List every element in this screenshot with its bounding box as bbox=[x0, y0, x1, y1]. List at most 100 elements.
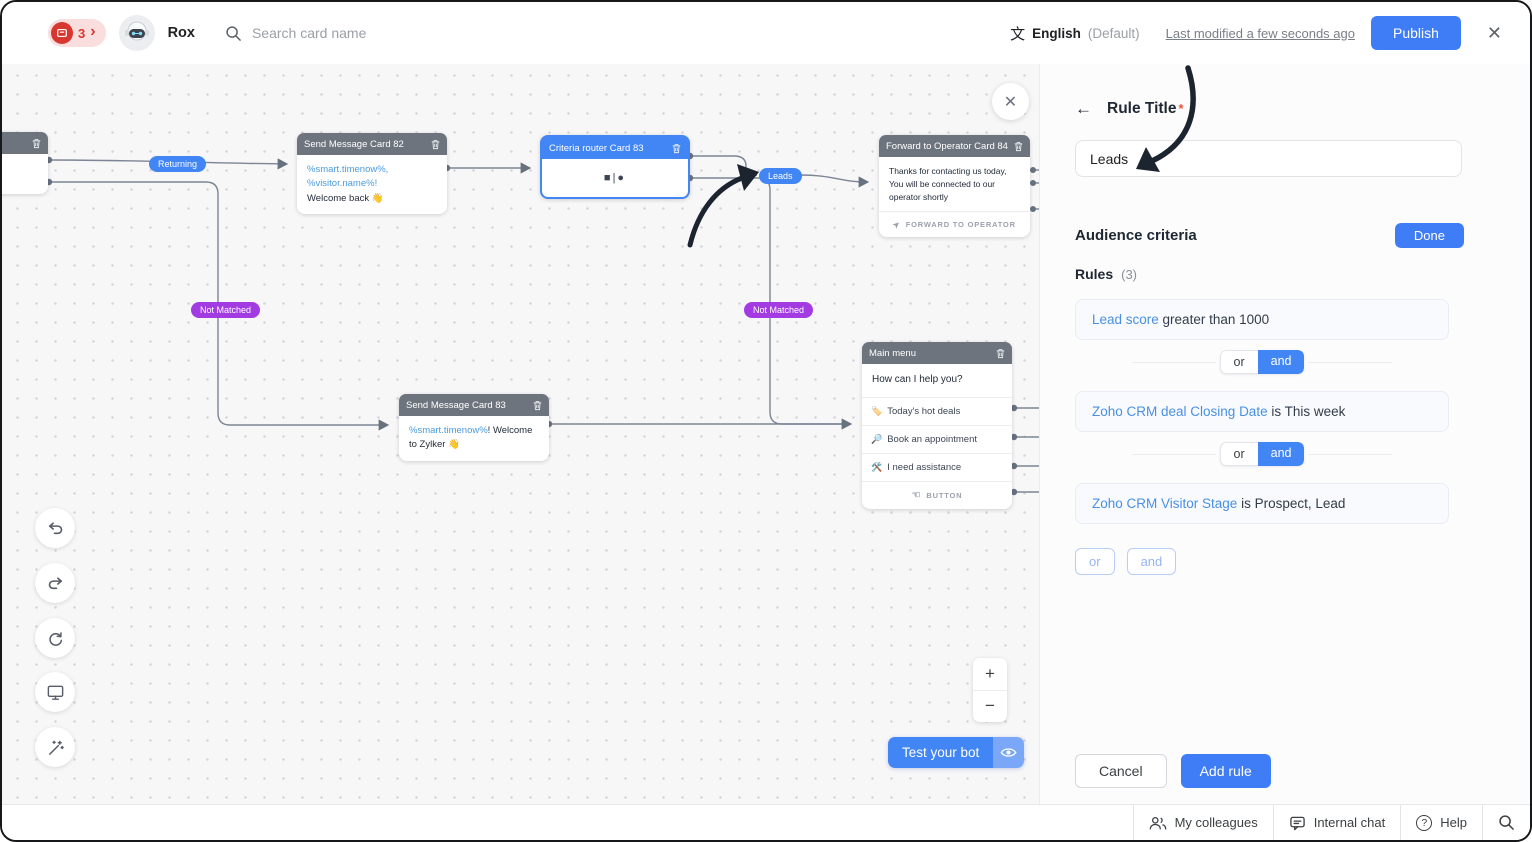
branch-label-not-matched-right[interactable]: Not Matched bbox=[744, 302, 814, 318]
magic-wand-button[interactable] bbox=[35, 727, 75, 767]
or-and-toggle: or and bbox=[1219, 350, 1305, 374]
divider bbox=[1308, 453, 1393, 455]
router-glyph: ■|● bbox=[603, 172, 627, 184]
menu-button-footer[interactable]: ☜ BUTTON bbox=[862, 481, 1012, 509]
card-title: Main menu bbox=[869, 347, 916, 359]
required-asterisk: * bbox=[1178, 101, 1184, 116]
rule-row-closing-date[interactable]: Zoho CRM deal Closing Date is This week bbox=[1075, 391, 1449, 432]
card-edge-partial[interactable] bbox=[2, 132, 48, 194]
operator-toggle-row: or and bbox=[1075, 350, 1449, 374]
help-button[interactable]: ? Help bbox=[1400, 805, 1482, 840]
zoom-out-button[interactable]: − bbox=[985, 696, 995, 716]
card-send-message-83[interactable]: Send Message Card 83 %smart.timenow%! We… bbox=[399, 394, 549, 461]
help-icon: ? bbox=[1416, 814, 1433, 831]
panel-actions: Cancel Add rule bbox=[1075, 754, 1271, 788]
add-or-button[interactable]: or bbox=[1075, 548, 1115, 575]
chevron-right-icon: › bbox=[90, 23, 96, 40]
trash-icon[interactable] bbox=[533, 400, 542, 411]
branch-label-not-matched-left[interactable]: Not Matched bbox=[191, 302, 261, 318]
rule-title-input[interactable] bbox=[1075, 140, 1462, 177]
toggle-and[interactable]: and bbox=[1257, 350, 1305, 374]
translate-icon: 文 bbox=[1010, 25, 1026, 43]
rule-row-visitor-stage[interactable]: Zoho CRM Visitor Stage is Prospect, Lead bbox=[1075, 483, 1449, 524]
magic-wand-icon bbox=[48, 740, 64, 755]
my-colleagues-button[interactable]: My colleagues bbox=[1132, 805, 1273, 840]
card-forward-operator-84[interactable]: Forward to Operator Card 84 Thanks for c… bbox=[879, 135, 1030, 238]
sync-button[interactable] bbox=[35, 618, 75, 658]
search-input[interactable] bbox=[251, 25, 572, 41]
magnifier-icon: 🔎 bbox=[871, 434, 883, 444]
canvas-zoom-controls: + − bbox=[973, 658, 1007, 722]
topbar-right: 文 English (Default) Last modified a few … bbox=[1010, 16, 1502, 50]
tag-icon: 🏷️ bbox=[871, 406, 883, 416]
forward-to-operator-action[interactable]: ➤ FORWARD TO OPERATOR bbox=[879, 211, 1030, 237]
trash-icon[interactable] bbox=[1014, 141, 1023, 152]
panel-title: Rule Title* bbox=[1107, 100, 1184, 117]
rule-row-lead-score[interactable]: Lead score greater than 1000 bbox=[1075, 299, 1449, 340]
rules-header: Rules (3) bbox=[1075, 266, 1530, 282]
rules-label: Rules bbox=[1075, 266, 1114, 282]
preview-button[interactable] bbox=[35, 672, 75, 712]
undo-button[interactable] bbox=[35, 508, 75, 548]
undo-icon bbox=[48, 521, 62, 534]
trash-icon[interactable] bbox=[672, 143, 681, 154]
menu-item-book-appointment[interactable]: 🔎 Book an appointment bbox=[862, 425, 1012, 453]
back-arrow-icon[interactable]: ← bbox=[1075, 99, 1092, 118]
toggle-or[interactable]: or bbox=[1219, 442, 1258, 466]
test-your-bot-button[interactable]: Test your bot bbox=[888, 737, 1025, 768]
card-title: Criteria router Card 83 bbox=[549, 142, 644, 154]
statusbar-search-button[interactable] bbox=[1482, 805, 1530, 840]
branch-label-leads[interactable]: Leads bbox=[759, 168, 802, 184]
card-search bbox=[225, 25, 1010, 42]
menu-item-hot-deals[interactable]: 🏷️ Today's hot deals bbox=[862, 397, 1012, 425]
trash-icon[interactable] bbox=[32, 138, 41, 149]
card-criteria-router-83[interactable]: Criteria router Card 83 ■|● bbox=[540, 135, 690, 199]
branch-label-returning[interactable]: Returning bbox=[149, 156, 207, 172]
toggle-or[interactable]: or bbox=[1219, 350, 1258, 374]
add-rule-button[interactable]: Add rule bbox=[1180, 754, 1271, 788]
canvas-close-button[interactable]: ✕ bbox=[992, 83, 1029, 120]
zoom-in-button[interactable]: + bbox=[973, 658, 1007, 691]
add-and-button[interactable]: and bbox=[1126, 548, 1177, 575]
badge-count: 3 bbox=[78, 25, 86, 41]
redo-icon bbox=[48, 576, 62, 589]
trash-icon[interactable] bbox=[431, 139, 440, 150]
hand-drawn-arrow bbox=[687, 164, 759, 248]
cancel-button[interactable]: Cancel bbox=[1075, 754, 1167, 788]
card-send-message-82[interactable]: Send Message Card 82 %smart.timenow%, %v… bbox=[297, 133, 447, 214]
sync-icon bbox=[48, 631, 62, 646]
tools-icon: 🛠️ bbox=[871, 462, 883, 472]
search-icon bbox=[1499, 815, 1514, 830]
last-modified-link[interactable]: Last modified a few seconds ago bbox=[1165, 25, 1355, 41]
card-title: Send Message Card 82 bbox=[304, 138, 404, 150]
card-icon bbox=[51, 22, 73, 44]
internal-chat-button[interactable]: Internal chat bbox=[1272, 805, 1401, 840]
or-and-toggle: or and bbox=[1219, 442, 1305, 466]
chat-icon bbox=[1289, 816, 1305, 830]
close-icon[interactable]: ✕ bbox=[1486, 23, 1502, 43]
flow-canvas[interactable]: Send Message Card 82 %smart.timenow%, %v… bbox=[2, 64, 1039, 804]
eye-icon[interactable] bbox=[993, 737, 1025, 768]
card-message: %smart.timenow%! Welcome to Zylker 👋 bbox=[409, 425, 533, 451]
forward-icon: ➤ bbox=[891, 218, 903, 231]
divider bbox=[1308, 361, 1393, 363]
language-selector[interactable]: 文 English (Default) bbox=[1010, 23, 1140, 44]
language-name: English bbox=[1032, 25, 1081, 41]
menu-item-need-assistance[interactable]: 🛠️ I need assistance bbox=[862, 453, 1012, 481]
monitor-icon bbox=[47, 685, 63, 700]
toggle-and[interactable]: and bbox=[1257, 442, 1305, 466]
card-title: Send Message Card 83 bbox=[406, 399, 506, 411]
panel-header: ← Rule Title* bbox=[1075, 99, 1530, 119]
trash-icon[interactable] bbox=[996, 348, 1005, 359]
bot-avatar[interactable] bbox=[118, 15, 155, 51]
done-button[interactable]: Done bbox=[1394, 223, 1464, 248]
card-message: Thanks for contacting us today, You will… bbox=[889, 166, 1007, 202]
redo-button[interactable] bbox=[35, 563, 75, 603]
card-message: %smart.timenow%, %visitor.name%! Welcome… bbox=[307, 164, 389, 204]
top-bar: 3 › Rox 文 English (Default) bbox=[2, 2, 1530, 64]
cards-count-badge[interactable]: 3 › bbox=[48, 19, 106, 47]
divider bbox=[1131, 453, 1216, 455]
publish-button[interactable]: Publish bbox=[1370, 16, 1461, 50]
card-main-menu[interactable]: Main menu How can I help you? 🏷️ Today's… bbox=[862, 342, 1012, 509]
audience-criteria-header: Audience criteria Done bbox=[1075, 223, 1464, 248]
